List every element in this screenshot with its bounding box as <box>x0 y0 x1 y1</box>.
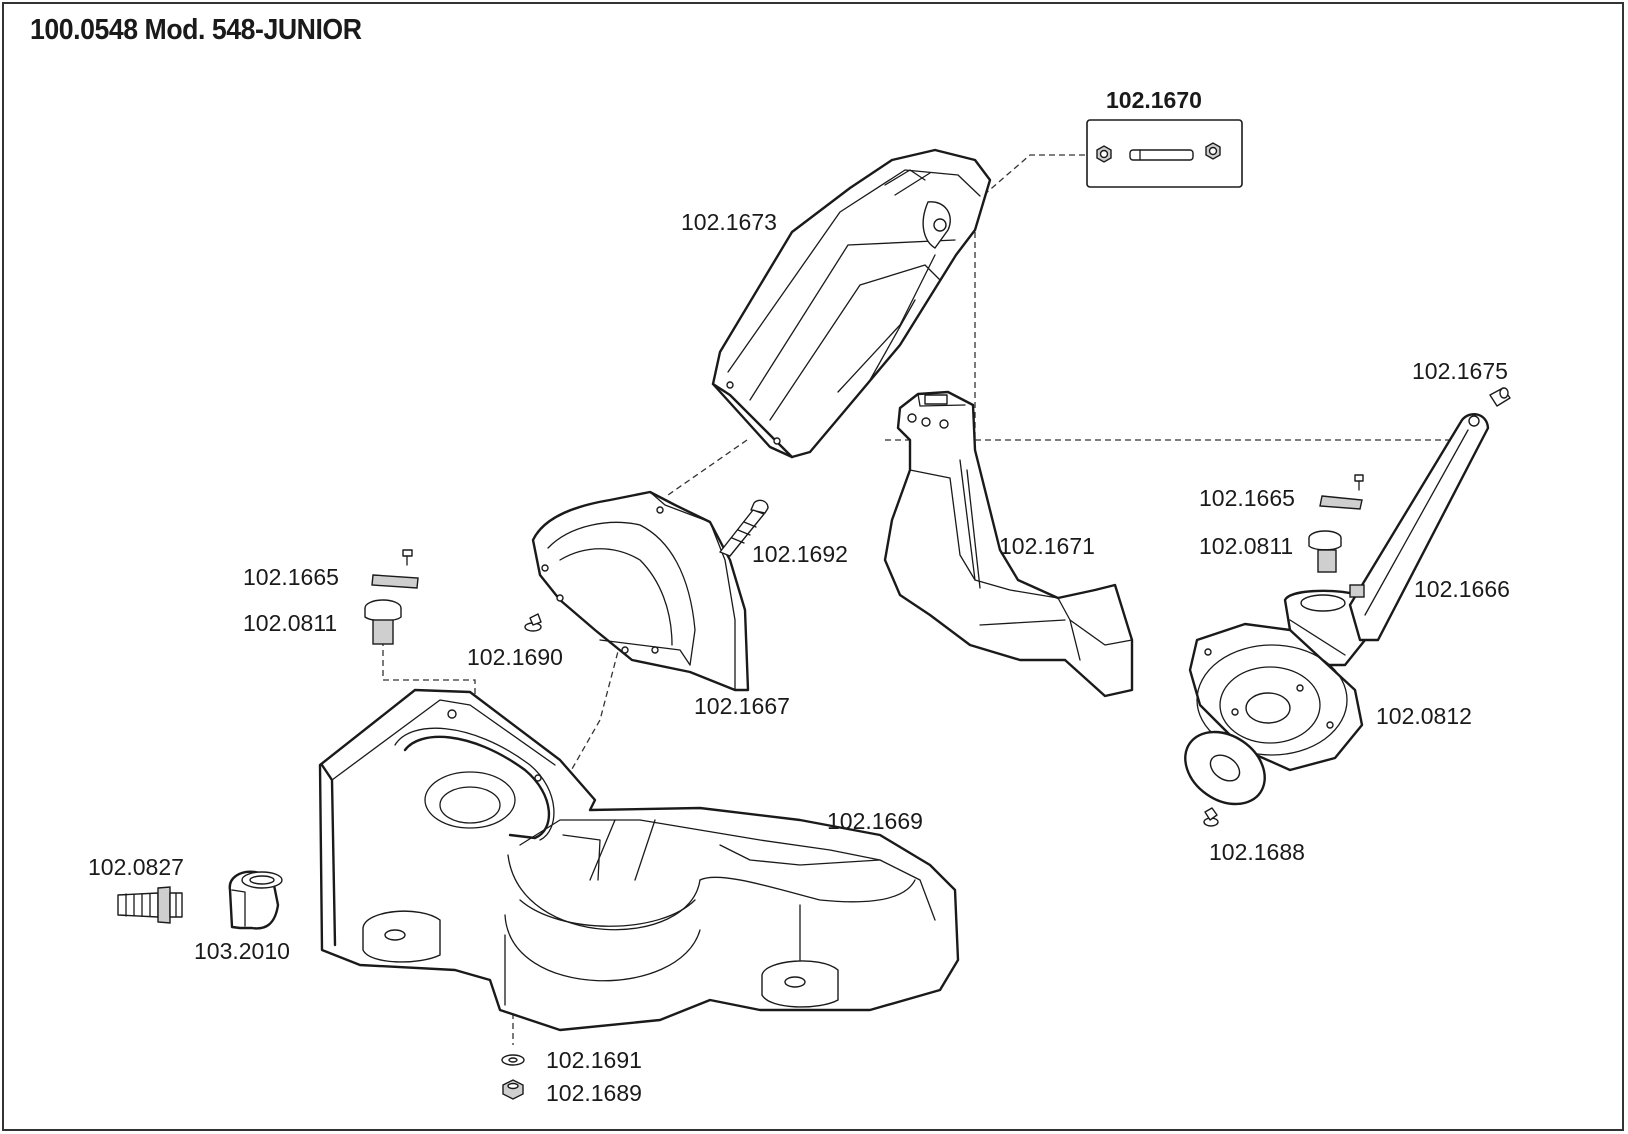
part-diaphragm-disk <box>1184 730 1266 806</box>
part-102-1689-nut <box>502 1079 524 1100</box>
part-102-1670-kit <box>1086 119 1243 188</box>
kit-nut-left <box>1096 145 1112 163</box>
label-102-1671: 102.1671 <box>999 533 1095 559</box>
part-102-1688-screw <box>1203 807 1219 827</box>
part-102-1669-body <box>318 688 960 1032</box>
label-102-0811-left: 102.0811 <box>243 610 338 636</box>
part-102-1692-bolt <box>719 499 769 557</box>
part-103-2010-elbow <box>228 870 283 930</box>
part-102-1665-right <box>1319 474 1364 510</box>
label-102-1692: 102.1692 <box>752 541 848 567</box>
part-102-1665-left <box>371 549 419 589</box>
drawing-title: 100.0548 Mod. 548-JUNIOR <box>30 14 362 46</box>
label-102-1669: 102.1669 <box>827 808 923 834</box>
part-102-0811-left <box>364 599 402 645</box>
part-102-0827-fitting <box>117 886 183 924</box>
part-102-0812-plate <box>1188 622 1364 772</box>
part-102-1673-cover <box>711 148 992 459</box>
label-102-1675: 102.1675 <box>1412 358 1508 384</box>
label-102-1670: 102.1670 <box>1106 87 1202 113</box>
label-102-1691: 102.1691 <box>546 1047 642 1073</box>
label-102-1673: 102.1673 <box>681 209 777 235</box>
part-102-1690-screw <box>524 613 542 632</box>
label-102-1667: 102.1667 <box>694 693 790 719</box>
kit-axle-pin <box>1129 149 1194 161</box>
label-102-1688: 102.1688 <box>1209 839 1305 865</box>
label-103-2010: 103.2010 <box>194 938 290 964</box>
kit-nut-right <box>1205 142 1221 160</box>
label-102-1689: 102.1689 <box>546 1080 642 1106</box>
part-102-1675-pin <box>1489 387 1511 407</box>
label-102-0812: 102.0812 <box>1376 703 1472 729</box>
part-102-0811-right <box>1308 530 1342 573</box>
label-102-1665-right: 102.1665 <box>1199 485 1295 511</box>
label-102-1690: 102.1690 <box>467 644 563 670</box>
label-102-0811-right: 102.0811 <box>1199 533 1294 559</box>
part-102-1691-washer <box>501 1054 525 1066</box>
label-102-1666: 102.1666 <box>1414 576 1510 602</box>
part-102-1671-arm <box>883 390 1134 698</box>
label-102-0827: 102.0827 <box>88 854 184 880</box>
part-102-1667-housing <box>531 490 750 692</box>
label-102-1665-left: 102.1665 <box>243 564 339 590</box>
